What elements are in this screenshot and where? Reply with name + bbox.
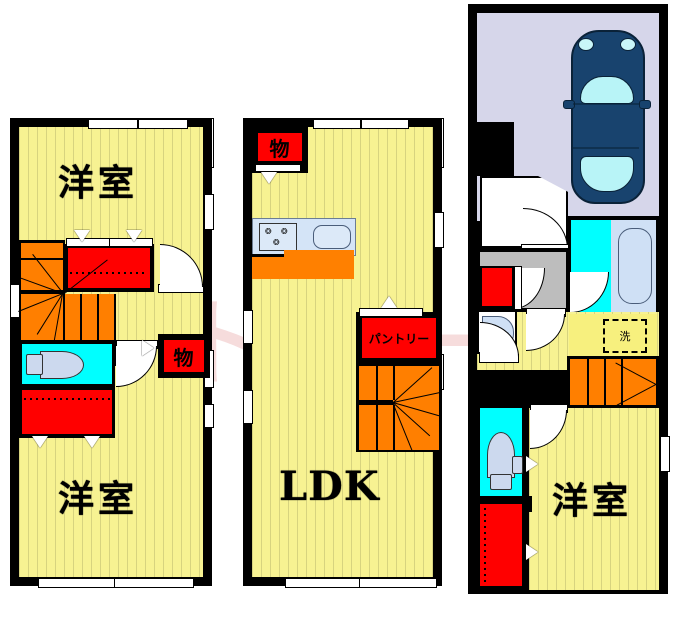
stair-wall-seg <box>21 290 63 294</box>
closet-lower <box>22 390 112 434</box>
toilet-fixture-icon <box>40 351 84 379</box>
hall-door-leaf <box>514 266 522 310</box>
floor-plan-ground-floor: 洗 洋室 <box>468 4 670 594</box>
door-marker-icon <box>526 544 538 560</box>
window <box>285 578 363 588</box>
room-label-yoshitsu-right: 洋室 <box>552 481 633 522</box>
window <box>114 578 194 588</box>
car-headlight-icon <box>620 38 636 51</box>
washer-label: 洗 <box>619 330 631 343</box>
window <box>359 578 437 588</box>
closet-door-rail <box>526 496 532 512</box>
window <box>204 404 214 428</box>
stair-tread <box>393 405 395 450</box>
bathtub-icon <box>618 228 652 304</box>
toilet-tank-icon <box>490 474 512 490</box>
door-marker-icon <box>84 436 100 448</box>
burner-icon: ❂ <box>281 227 288 236</box>
closet-upper <box>68 248 150 288</box>
door-marker-icon <box>261 172 277 184</box>
car-headlight-icon <box>578 38 594 51</box>
car-roof-line <box>573 103 639 105</box>
stair-tread <box>80 294 82 366</box>
window <box>243 390 253 424</box>
door-marker-icon <box>526 456 538 472</box>
pantry-label: パントリー <box>368 331 430 346</box>
staircase[interactable] <box>570 359 656 405</box>
floor-plan-first-floor: 物 ❂ ❂ ❂ LDK パントリー <box>243 118 444 634</box>
burner-icon: ❂ <box>265 227 272 236</box>
door-marker-icon <box>381 296 397 308</box>
closet-hatch <box>24 398 110 400</box>
closet-hall <box>480 266 514 308</box>
kitchen-island <box>252 257 354 279</box>
window <box>361 119 409 129</box>
door-marker-icon <box>74 230 90 242</box>
storage-label: 物 <box>269 136 291 161</box>
burner-icon: ❂ <box>273 238 280 247</box>
storage-tag: 物 <box>255 130 305 164</box>
car-trunk-line <box>573 147 639 149</box>
closet-lower <box>480 504 522 586</box>
floor-plan-second-floor: 洋室 <box>10 118 214 634</box>
room-label-yoshitsu-lower: 洋室 <box>58 479 139 520</box>
car-mirror-icon <box>563 100 575 109</box>
room-label-ldk: LDK <box>279 463 380 510</box>
window <box>204 194 214 230</box>
stair-tread <box>376 405 378 450</box>
window <box>313 119 361 129</box>
toilet-fixture-icon <box>487 432 515 478</box>
sink-icon <box>313 225 351 249</box>
washroom-floor <box>569 314 657 358</box>
window <box>38 578 118 588</box>
window <box>88 119 138 129</box>
door-marker-icon <box>126 230 142 242</box>
closet-door <box>255 164 301 172</box>
window <box>660 436 670 472</box>
stair-wall-seg <box>359 400 393 405</box>
stair-tread <box>621 359 623 405</box>
stair-tread <box>63 294 65 366</box>
room-label-yoshitsu-upper: 洋室 <box>58 163 139 204</box>
car-mirror-icon <box>639 100 651 109</box>
door-marker-icon <box>142 340 154 356</box>
closet-hatch <box>484 508 486 582</box>
window <box>138 119 188 129</box>
stair-tread <box>97 294 99 366</box>
stair-tread <box>114 294 116 366</box>
stair-tread <box>21 258 63 260</box>
stove-icon <box>259 223 297 251</box>
door-marker-icon <box>32 436 48 448</box>
stair-tread <box>376 366 378 400</box>
window <box>243 310 253 344</box>
toilet-tank-icon <box>26 354 43 375</box>
stair-tread <box>587 359 589 405</box>
kitchen-island-top <box>284 250 354 260</box>
pantry-door <box>359 308 423 317</box>
storage-tag: 物 <box>161 337 207 375</box>
room-floor-yoshitsu <box>529 408 659 590</box>
storage-label: 物 <box>173 345 195 370</box>
stair-tread <box>604 359 606 405</box>
window <box>434 212 444 248</box>
pantry-tag: パントリー <box>359 315 439 361</box>
toilet-flush-icon <box>512 456 523 474</box>
stair-tread <box>393 366 395 400</box>
structural-pillar <box>477 122 514 176</box>
washer-slot: 洗 <box>603 319 647 353</box>
closet-hatch <box>70 272 148 274</box>
